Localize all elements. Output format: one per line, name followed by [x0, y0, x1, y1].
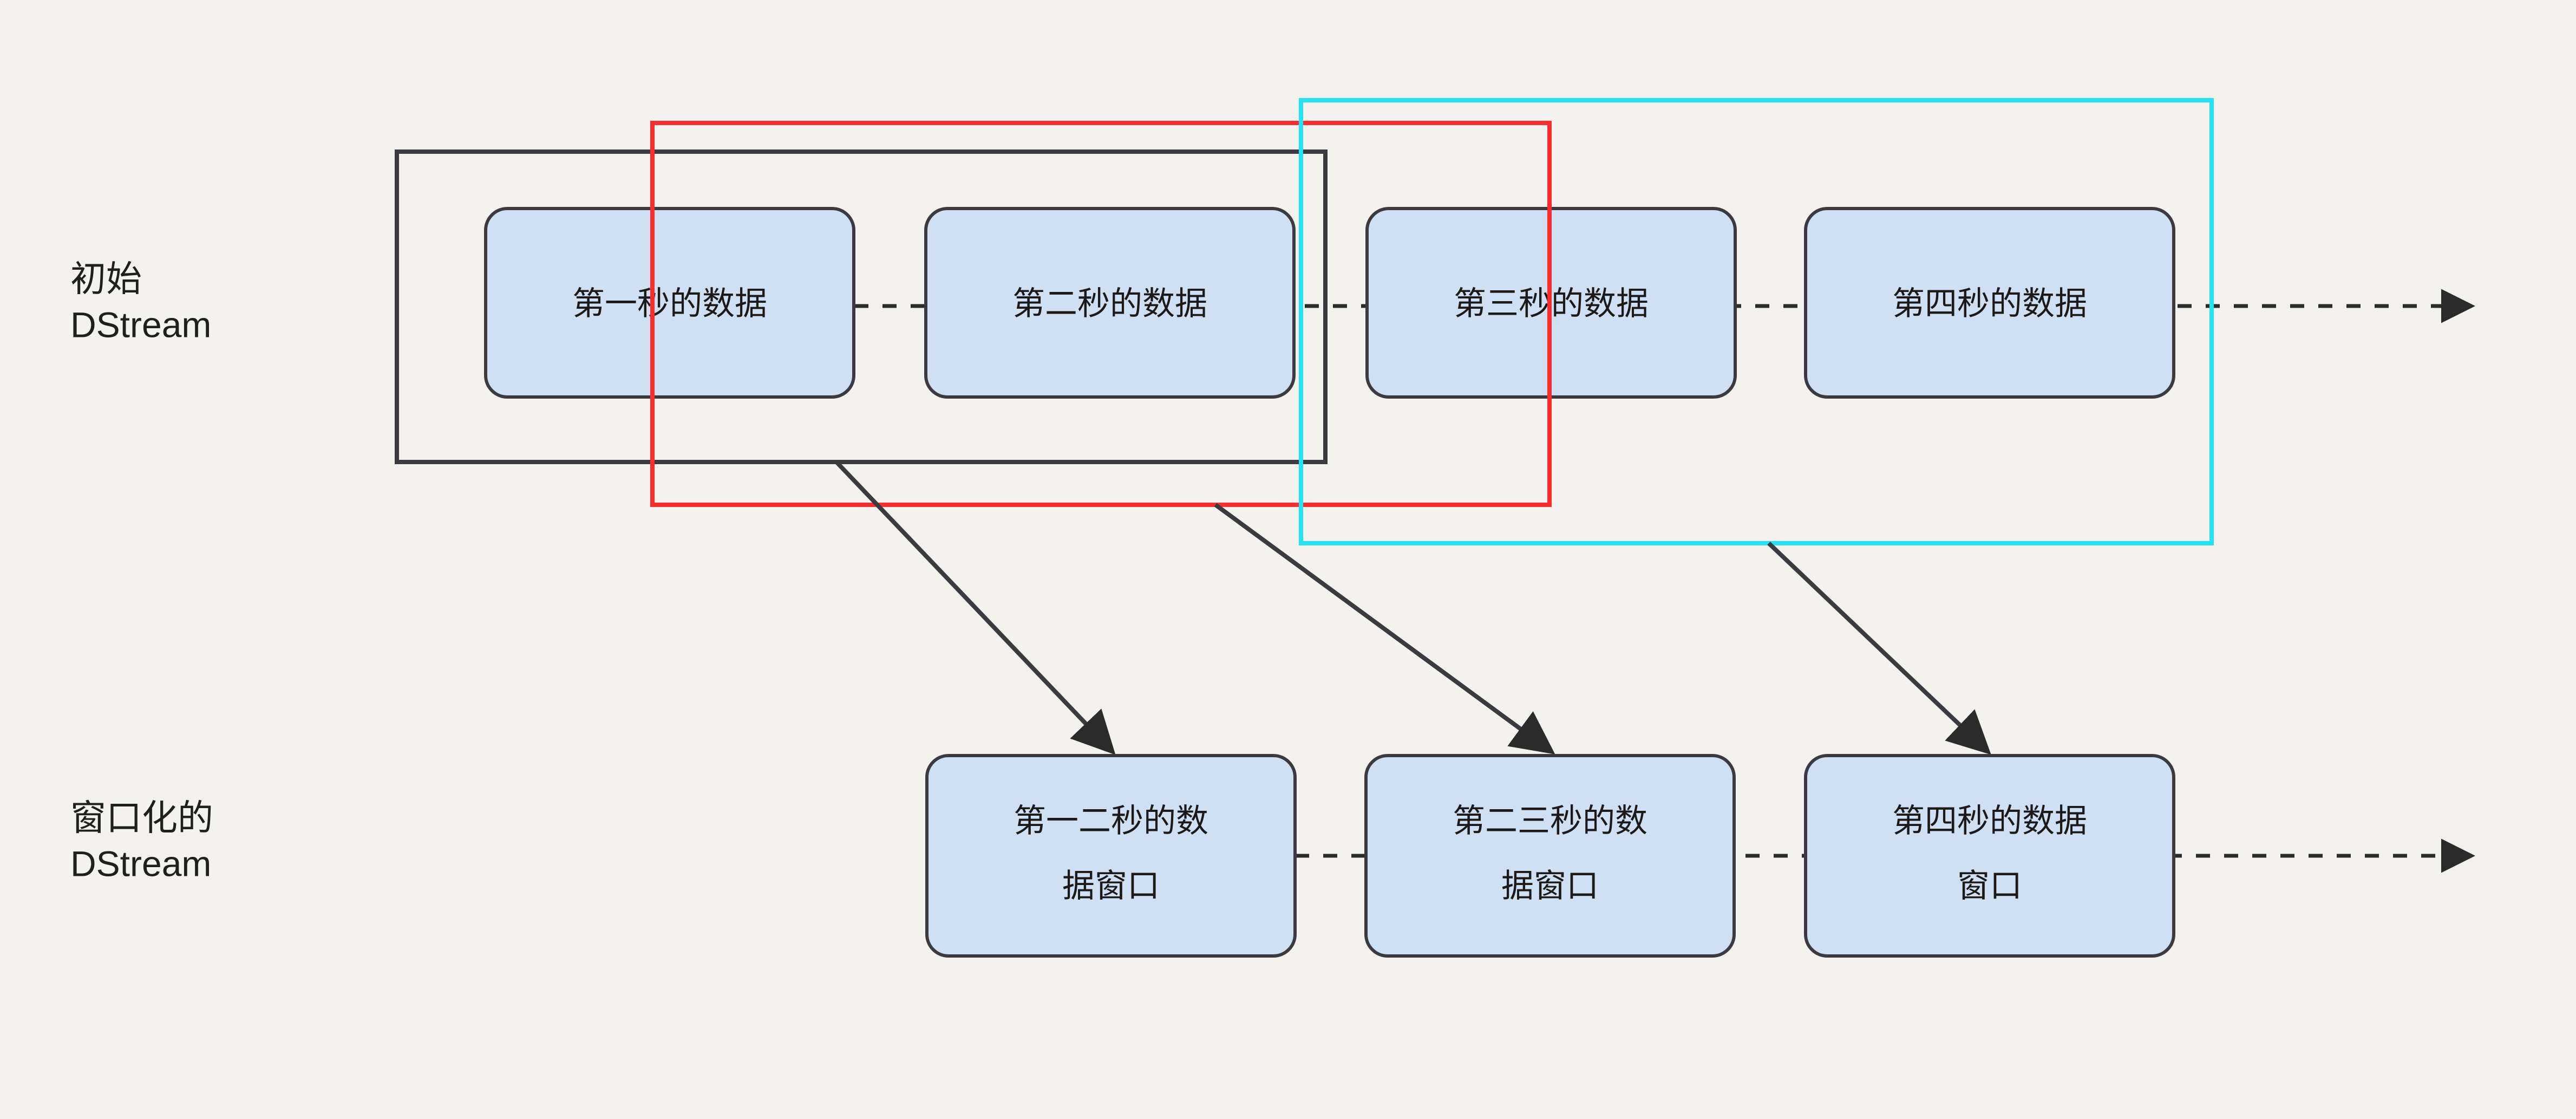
- window-overlays: [395, 98, 2214, 545]
- mapping-arrow-red-to-window-2-3: [1214, 503, 1555, 754]
- node-win-2-3-label-line1: 第二三秒的数: [1453, 803, 1647, 839]
- row-label-source-line2: DStream: [70, 304, 211, 344]
- mapping-arrow-black-to-window-1-2: [835, 460, 1116, 755]
- node-sec-2[interactable]: 第二秒的数据: [924, 207, 1296, 399]
- row-label-windowed-line1: 窗口化的: [70, 797, 213, 837]
- node-sec-2-label: 第二秒的数据: [1012, 285, 1207, 322]
- row-windowed-dstream: 窗口化的 DStream 第一二秒的数 据窗口 第二三秒的数 据窗口 第四秒的数…: [70, 754, 2475, 958]
- node-win-2-3[interactable]: 第二三秒的数 据窗口: [1364, 754, 1736, 958]
- row-label-windowed-line2: DStream: [70, 843, 211, 883]
- mapping-arrow-cyan-to-window-4: [1767, 542, 1991, 755]
- node-sec-1-box: [484, 207, 855, 399]
- window-cyan-rect[interactable]: [1299, 98, 2214, 545]
- row-label-source-line1: 初始: [70, 258, 142, 298]
- node-win-2-3-label-line2: 据窗口: [1501, 868, 1599, 904]
- node-sec-1[interactable]: 第一秒的数据: [484, 207, 855, 399]
- node-sec-4-label: 第四秒的数据: [1892, 285, 2087, 322]
- node-win-1-2-label-line1: 第一二秒的数: [1014, 803, 1208, 839]
- node-sec-4[interactable]: 第四秒的数据: [1804, 207, 2175, 399]
- node-win-1-2[interactable]: 第一二秒的数 据窗口: [925, 754, 1297, 958]
- node-win-1-2-box: [925, 754, 1297, 958]
- node-win-2-3-box: [1364, 754, 1736, 958]
- node-sec-4-box: [1804, 207, 2175, 399]
- window-red-rect[interactable]: [650, 121, 1552, 507]
- node-win-4-label-line1: 第四秒的数据: [1892, 803, 2087, 839]
- window-mapping-arrows: [835, 460, 1991, 755]
- node-sec-2-box: [924, 207, 1296, 399]
- node-win-4-box: [1804, 754, 2175, 958]
- node-win-1-2-label-line2: 据窗口: [1062, 868, 1160, 904]
- window-black-rect[interactable]: [395, 149, 1328, 464]
- node-sec-1-label: 第一秒的数据: [572, 285, 767, 322]
- node-win-4[interactable]: 第四秒的数据 窗口: [1804, 754, 2175, 958]
- row-source-dstream: 初始 DStream 第一秒的数据 第二秒的数据 第三秒的数据 第四秒的数据: [70, 207, 2475, 399]
- node-win-4-label-line2: 窗口: [1957, 868, 2022, 904]
